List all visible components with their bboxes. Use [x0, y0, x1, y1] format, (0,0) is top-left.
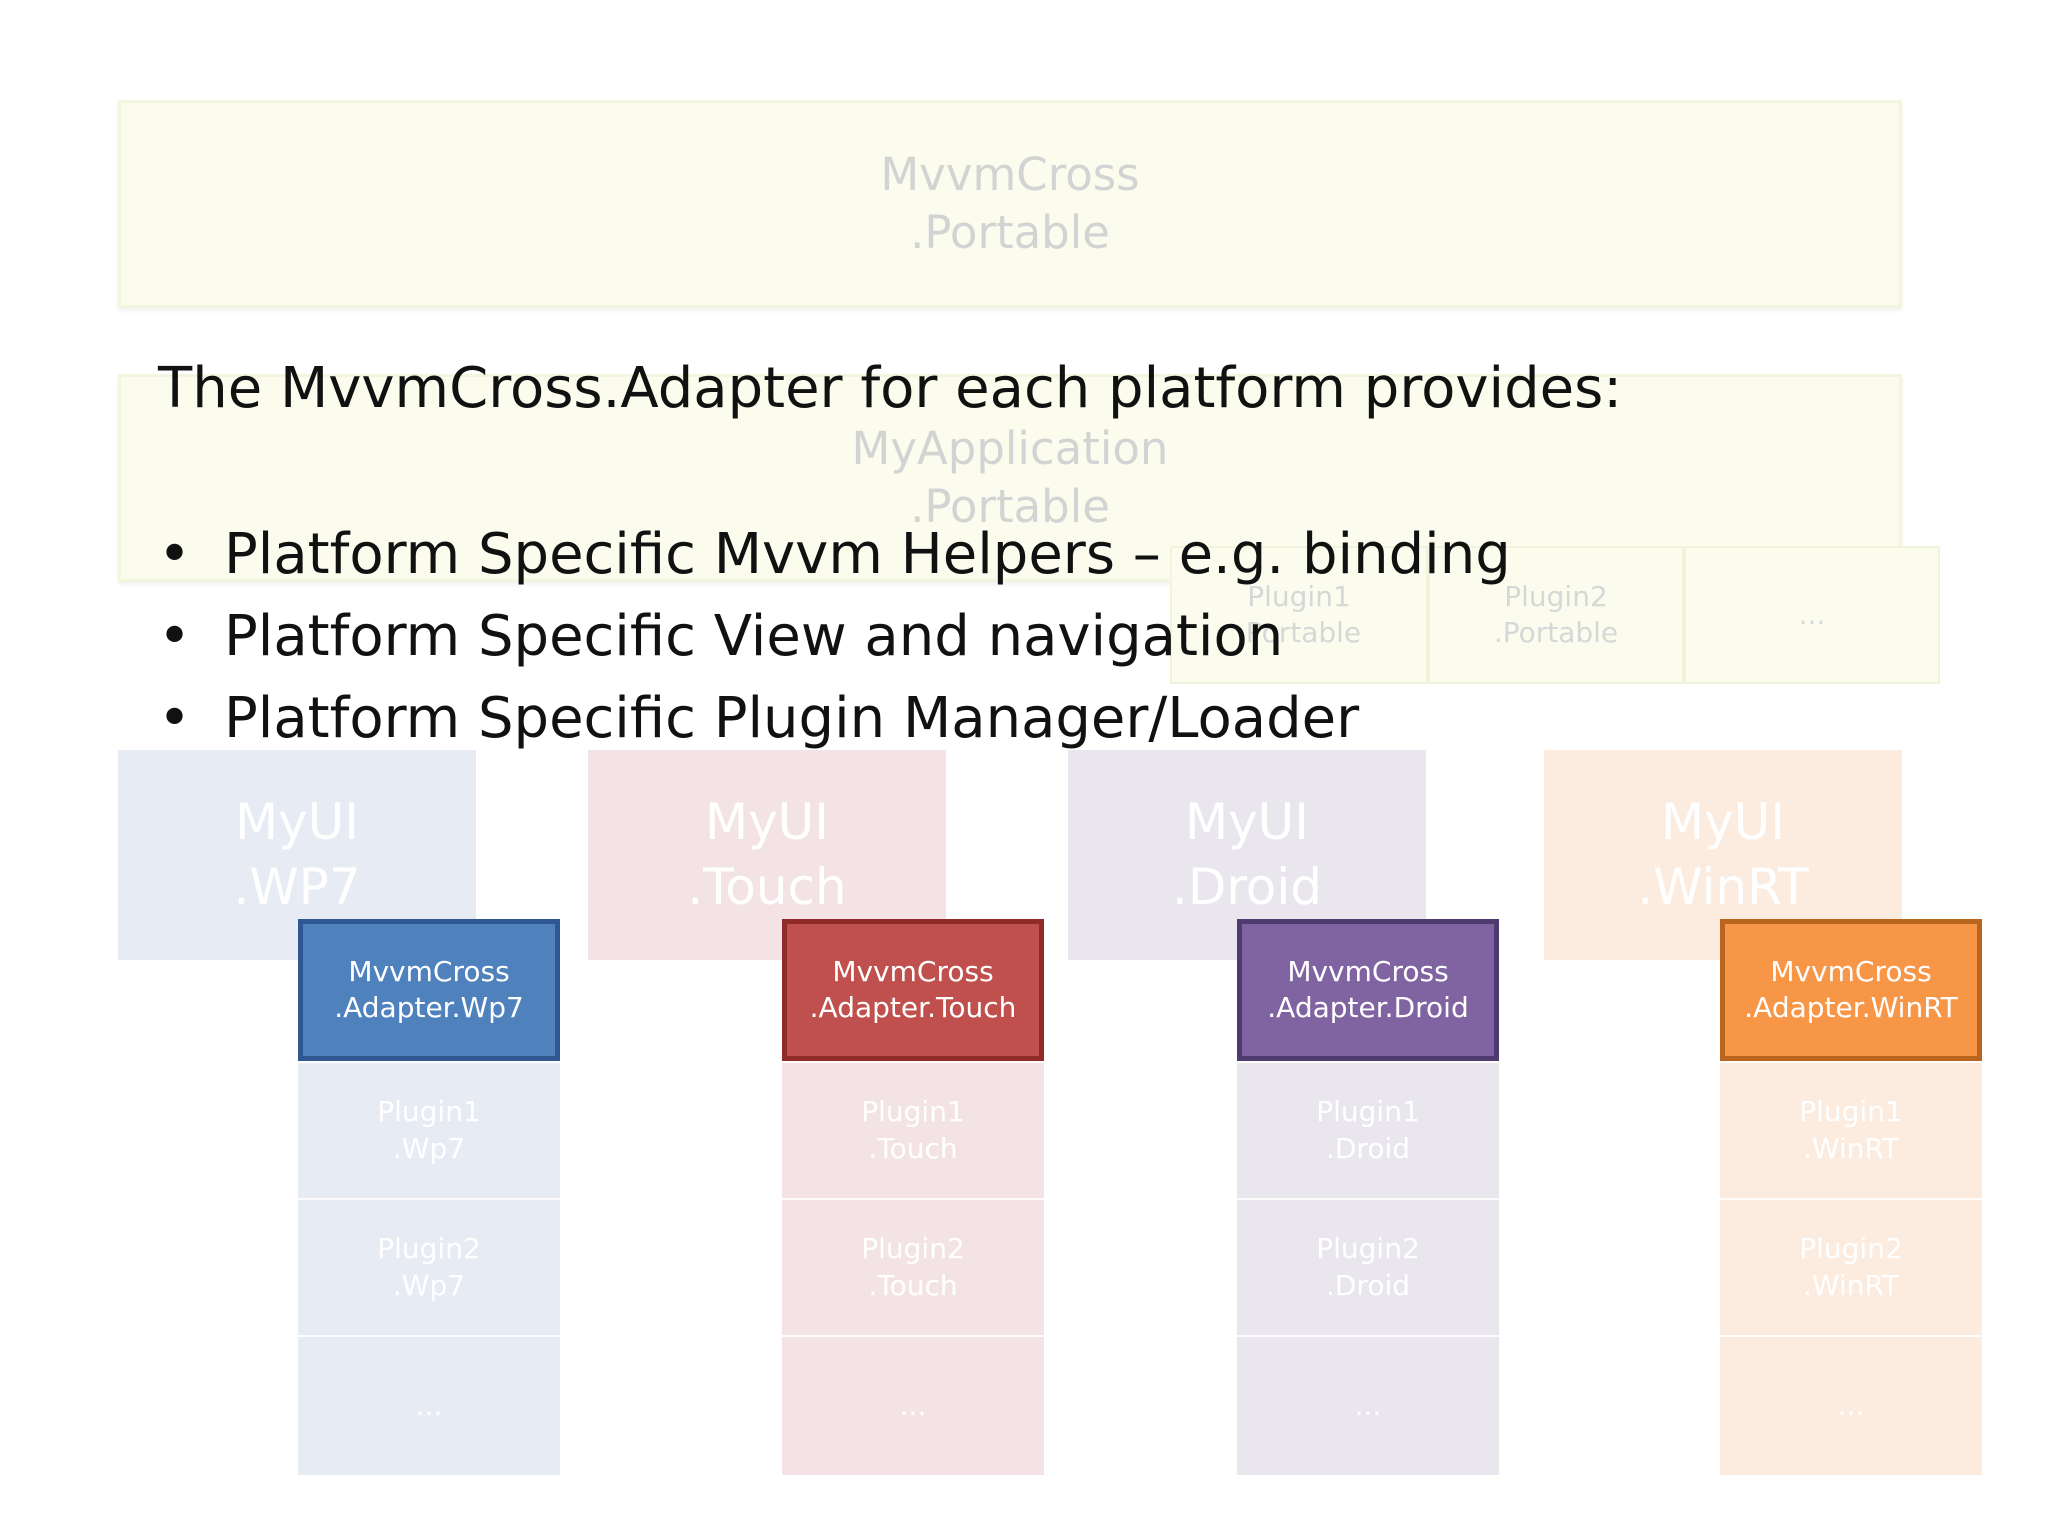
plugin2-winrt: Plugin2 .WinRT	[1720, 1198, 1982, 1335]
adapter-label-line1: MvvmCross	[832, 954, 994, 988]
ui-label-line2: .Droid	[1171, 858, 1323, 916]
plugin-label-line1: Plugin1	[1316, 1095, 1420, 1129]
bullet-symbol: •	[158, 522, 192, 587]
plugin-label-line2: .Portable	[1493, 616, 1619, 649]
ui-label-line2: .WinRT	[1637, 858, 1809, 916]
plugin-label-line2: .Droid	[1325, 1131, 1411, 1165]
bullet-symbol: •	[158, 686, 192, 751]
plugin-label-line1: ...	[1798, 597, 1826, 631]
plugin1-winrt: Plugin1 .WinRT	[1720, 1061, 1982, 1198]
plugin-label-line2: .Droid	[1325, 1268, 1411, 1302]
plugin-label-line2: .Wp7	[392, 1268, 466, 1302]
bullet-symbol: •	[158, 604, 192, 669]
plugin-more-touch: ...	[782, 1335, 1044, 1475]
ui-label-line1: MyUI	[1184, 793, 1310, 851]
layer-label-line2: .Portable	[910, 480, 1110, 533]
adapter-winrt-box: MvvmCross .Adapter.WinRT	[1720, 919, 1982, 1061]
plugin-label-line1: ...	[899, 1388, 927, 1422]
plugin-label-line2: .Portable	[1236, 616, 1362, 649]
ui-label-line1: MyUI	[1660, 793, 1786, 851]
adapter-label-line2: .Adapter.Droid	[1267, 991, 1469, 1024]
plugin-label-line2: .WinRT	[1802, 1131, 1900, 1165]
plugin2-wp7: Plugin2 .Wp7	[298, 1198, 560, 1335]
plugin-label-line1: Plugin2	[1504, 579, 1608, 613]
plugin-label-line1: Plugin2	[377, 1232, 481, 1266]
plugin1-droid: Plugin1 .Droid	[1237, 1061, 1499, 1198]
plugin-label-line1: Plugin2	[1316, 1232, 1420, 1266]
plugin-label-line1: Plugin1	[377, 1095, 481, 1129]
layer-label-line1: MvvmCross	[880, 147, 1140, 201]
plugin1-touch: Plugin1 .Touch	[782, 1061, 1044, 1198]
adapter-label-line1: MvvmCross	[348, 954, 510, 988]
bullet-text: Platform Specific View and navigation	[224, 604, 1284, 669]
adapter-label-line2: .Adapter.Touch	[809, 991, 1017, 1024]
ui-label-line1: MyUI	[234, 793, 360, 851]
ui-label-line2: .WP7	[233, 858, 361, 916]
portable-plugin-2: Plugin2 .Portable	[1428, 546, 1684, 684]
plugin-label-line1: Plugin1	[861, 1095, 965, 1129]
bullet-text: Platform Specific Mvvm Helpers – e.g. bi…	[224, 522, 1511, 587]
portable-plugin-more: ...	[1684, 546, 1940, 684]
layer-label-line1: MyApplication	[851, 421, 1169, 475]
ui-label-line2: .Touch	[687, 858, 847, 916]
bullet-text: Platform Specific Plugin Manager/Loader	[224, 686, 1360, 751]
adapter-label-line2: .Adapter.WinRT	[1744, 991, 1958, 1024]
plugin-label-line2: .Touch	[868, 1268, 958, 1302]
mvvmcross-portable-layer: MvvmCross .Portable	[118, 100, 1902, 308]
plugin-label-line1: Plugin2	[861, 1232, 965, 1266]
myapplication-portable-layer: MyApplication .Portable	[118, 374, 1902, 582]
layer-label-line2: .Portable	[910, 206, 1110, 259]
plugin-label-line2: .Touch	[868, 1131, 958, 1165]
ui-label-line1: MyUI	[704, 793, 830, 851]
plugin-label-line1: ...	[1837, 1388, 1865, 1422]
plugin-more-droid: ...	[1237, 1335, 1499, 1475]
plugin-label-line1: Plugin1	[1799, 1095, 1903, 1129]
portable-plugin-1: Plugin1 .Portable	[1170, 546, 1428, 684]
plugin-label-line1: Plugin2	[1799, 1232, 1903, 1266]
plugin-label-line1: ...	[415, 1388, 443, 1422]
plugin-label-line1: ...	[1354, 1388, 1382, 1422]
adapter-label-line2: .Adapter.Wp7	[334, 991, 524, 1024]
plugin1-wp7: Plugin1 .Wp7	[298, 1061, 560, 1198]
plugin2-touch: Plugin2 .Touch	[782, 1198, 1044, 1335]
adapter-touch-box: MvvmCross .Adapter.Touch	[782, 919, 1044, 1061]
plugin-more-wp7: ...	[298, 1335, 560, 1475]
plugin-label-line2: .WinRT	[1802, 1268, 1900, 1302]
adapter-wp7-box: MvvmCross .Adapter.Wp7	[298, 919, 560, 1061]
plugin-label-line1: Plugin1	[1247, 579, 1351, 613]
myui-wp7-layer: MyUI .WP7	[118, 750, 476, 960]
plugin-label-line2: .Wp7	[392, 1131, 466, 1165]
adapter-label-line1: MvvmCross	[1770, 954, 1932, 988]
adapter-droid-box: MvvmCross .Adapter.Droid	[1237, 919, 1499, 1061]
slide-headline: The MvvmCross.Adapter for each platform …	[158, 356, 1623, 421]
plugin2-droid: Plugin2 .Droid	[1237, 1198, 1499, 1335]
adapter-label-line1: MvvmCross	[1287, 954, 1449, 988]
plugin-more-winrt: ...	[1720, 1335, 1982, 1475]
